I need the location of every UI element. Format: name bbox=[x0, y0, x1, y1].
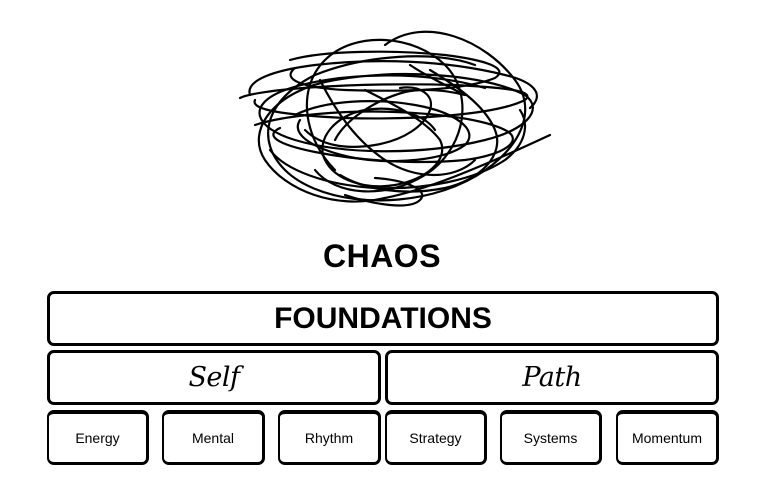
group-path-box: Path bbox=[385, 350, 719, 405]
item-mental: Mental bbox=[162, 410, 265, 465]
item-momentum: Momentum bbox=[616, 410, 719, 465]
item-strategy: Strategy bbox=[385, 410, 487, 465]
group-self-box: Self bbox=[47, 350, 381, 405]
item-rhythm: Rhythm bbox=[278, 410, 381, 465]
item-systems: Systems bbox=[500, 410, 602, 465]
foundations-box: FOUNDATIONS bbox=[47, 291, 719, 346]
chaos-label: CHAOS bbox=[322, 238, 442, 274]
item-energy: Energy bbox=[47, 410, 149, 465]
chaos-scribble-icon bbox=[238, 30, 552, 207]
